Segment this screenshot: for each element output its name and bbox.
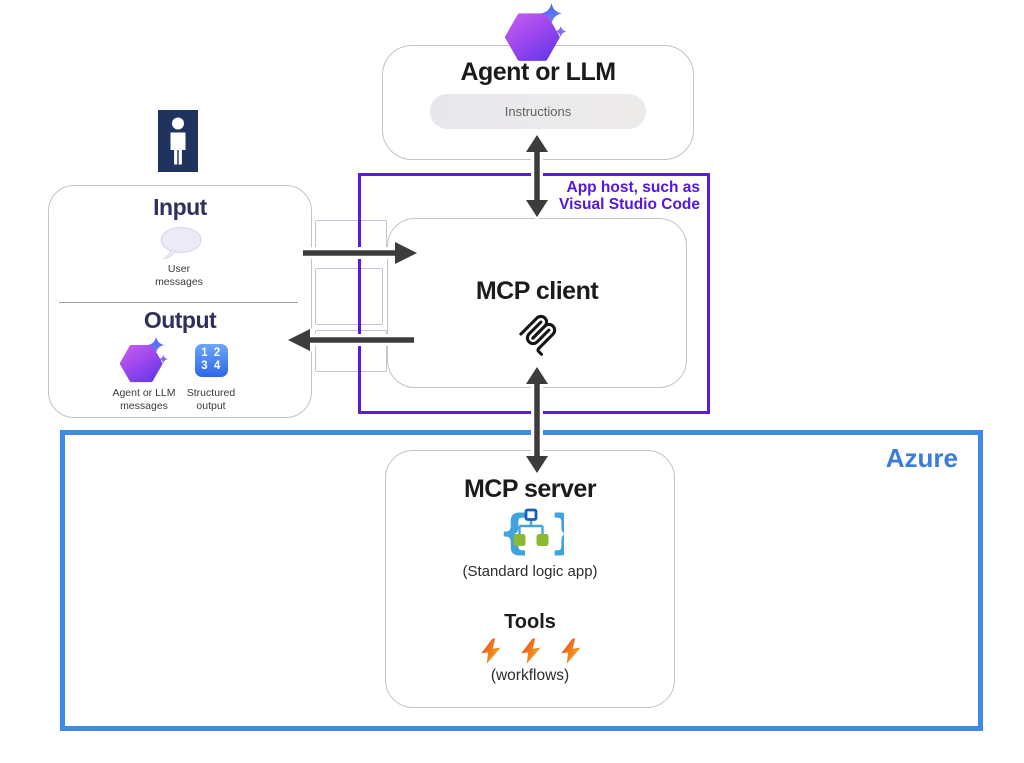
svg-text:}: } [549, 507, 564, 557]
workflow-bolt-icon [561, 638, 581, 664]
mcp-server-box: MCP server { } (Standard logic app) Tool… [385, 450, 675, 708]
workflow-bolt-icon [481, 638, 501, 664]
mcp-client-box: MCP client [387, 218, 687, 388]
arrow-mcpclient-mcpserver [524, 365, 550, 475]
tools-title: Tools [504, 611, 556, 633]
arrow-input-mcpclient [303, 241, 419, 265]
input-output-box: Input User messages Output 1 2 3 4 Agent… [48, 185, 312, 418]
arrow-mcpclient-output [286, 328, 414, 352]
output-title: Output [143, 307, 217, 333]
arrow-agent-mcpclient [524, 133, 550, 219]
input-caption: User messages [155, 263, 203, 288]
agent-hexagon-icon [119, 336, 169, 383]
connector-stub-middle [315, 268, 383, 325]
standard-logic-app-caption: (Standard logic app) [462, 563, 598, 580]
workflows-caption: (workflows) [490, 667, 570, 684]
mcp-client-title: MCP client [475, 277, 599, 305]
azure-box: Azure [60, 430, 983, 731]
agent-llm-title: Agent or LLM [460, 58, 616, 86]
app-host-label: App host, such as Visual Studio Code [559, 179, 700, 213]
speech-bubble-icon [157, 226, 203, 260]
structured-output-icon: 1 2 3 4 [195, 344, 228, 377]
mcp-logo-icon [515, 311, 561, 357]
person-icon [158, 110, 198, 172]
agent-messages-caption: Agent or LLM messages [112, 387, 176, 412]
connector-stub-bottom [315, 330, 387, 372]
mcp-server-title: MCP server [463, 475, 597, 503]
io-divider [59, 302, 298, 303]
logic-app-icon: { } [498, 507, 564, 557]
azure-label: Azure [885, 443, 958, 473]
copilot-hexagon-icon [504, 2, 568, 62]
workflow-bolt-icon [521, 638, 541, 664]
structured-output-caption: Structured output [186, 387, 236, 412]
input-title: Input [153, 194, 207, 220]
instructions-pill: Instructions [430, 94, 646, 129]
tools-icons [478, 638, 584, 664]
